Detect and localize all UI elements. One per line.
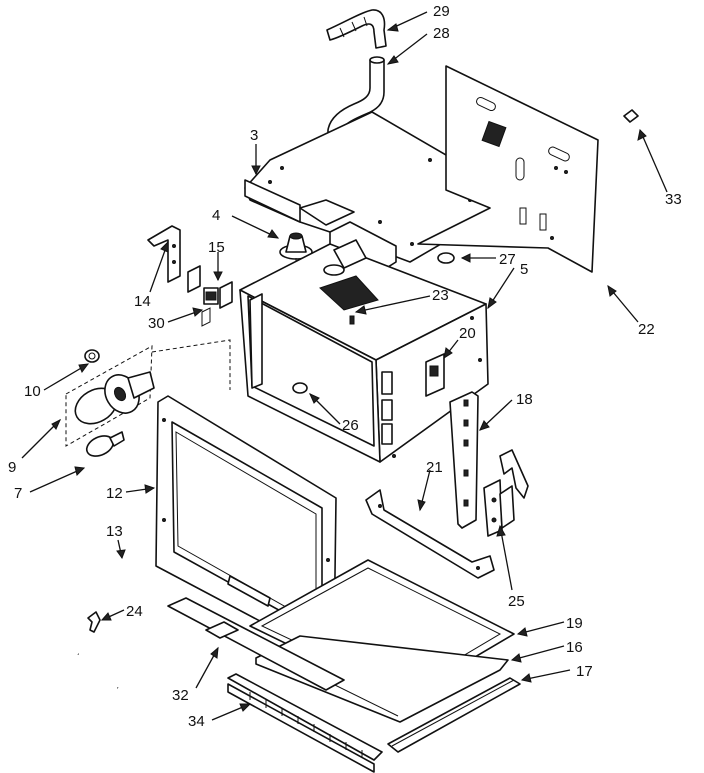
part-3-top-panel <box>244 111 521 273</box>
part-32-trim <box>167 597 345 691</box>
part-10-washer <box>84 349 100 363</box>
part-5-oven-cavity <box>239 239 489 463</box>
callout-32: 32 <box>172 687 189 704</box>
callout-7: 7 <box>14 485 22 502</box>
callout-labels: 29 28 3 33 4 15 27 5 14 23 22 30 20 10 1… <box>8 3 682 730</box>
callout-14: 14 <box>134 293 151 310</box>
part-34-grille <box>227 673 383 773</box>
callout-10: 10 <box>24 383 41 400</box>
callout-23: 23 <box>432 287 449 304</box>
part-4-sensor <box>279 232 331 279</box>
callout-34: 34 <box>188 713 205 730</box>
callout-5: 5 <box>520 261 528 278</box>
part-18-bracket <box>449 391 479 529</box>
part-24-clip <box>87 611 101 633</box>
part-14-bracket <box>147 225 181 283</box>
part-7-bulb <box>85 431 125 457</box>
callout-17: 17 <box>576 663 593 680</box>
callout-26: 26 <box>342 417 359 434</box>
callout-27: 27 <box>499 251 516 268</box>
callout-20: 20 <box>459 325 476 342</box>
part-27-grommet <box>437 252 455 264</box>
part-30-connector <box>201 287 219 327</box>
callout-16: 16 <box>566 639 583 656</box>
part-22-back-panel <box>417 65 599 273</box>
part-12-front-frame <box>155 395 337 657</box>
part-21-rail <box>365 489 495 579</box>
callout-18: 18 <box>516 391 533 408</box>
part-15-switch <box>187 265 233 309</box>
callout-22: 22 <box>638 321 655 338</box>
callout-4: 4 <box>212 207 220 224</box>
callout-19: 19 <box>566 615 583 632</box>
callout-3: 3 <box>250 127 258 144</box>
part-13-gasket <box>38 518 162 708</box>
callout-9: 9 <box>8 459 16 476</box>
callout-12: 12 <box>106 485 123 502</box>
part-25-hinge <box>483 449 529 537</box>
callout-21: 21 <box>426 459 443 476</box>
callout-33: 33 <box>665 191 682 208</box>
callout-30: 30 <box>148 315 165 332</box>
part-33-screw <box>623 109 639 123</box>
part-17-trim <box>387 677 521 753</box>
callout-13: 13 <box>106 523 123 540</box>
callout-25: 25 <box>508 593 525 610</box>
part-29-hose <box>326 9 387 49</box>
callout-29: 29 <box>433 3 450 20</box>
callout-24: 24 <box>126 603 143 620</box>
part-9-lamp-housing <box>65 345 155 447</box>
callout-28: 28 <box>433 25 450 42</box>
leader-lines <box>21 11 668 721</box>
callout-15: 15 <box>208 239 225 256</box>
